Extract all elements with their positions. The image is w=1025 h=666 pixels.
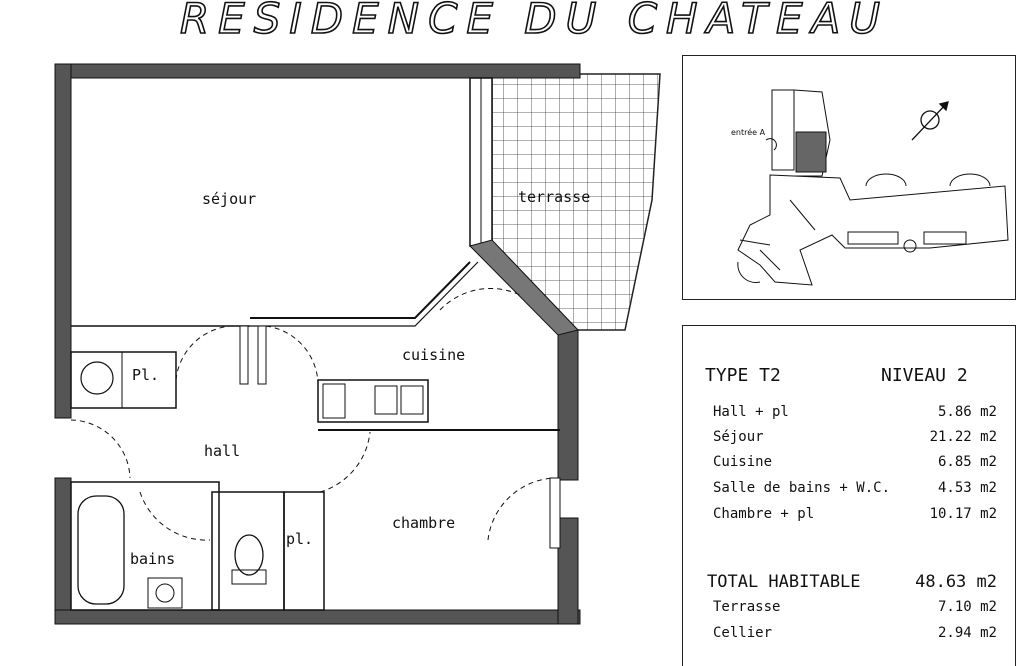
- room-label-bains: bains: [130, 550, 176, 568]
- north-arrow-icon: [911, 101, 949, 141]
- room-label-chambre: chambre: [392, 514, 456, 532]
- room-label-hall: hall: [204, 442, 241, 460]
- wall-left-upper: [54, 63, 72, 419]
- page-title: RESIDENCE DU CHATEAU: [179, 0, 889, 44]
- total-value: 48.63 m2: [915, 572, 997, 592]
- row-value-hall: 5.86 m2: [937, 404, 997, 420]
- row-label-terrasse: Terrasse: [713, 599, 781, 615]
- kitchen-counter: [317, 379, 429, 423]
- row-value-cellier: 2.94 m2: [937, 625, 997, 641]
- row-value-chambre: 10.17 m2: [929, 506, 997, 522]
- row-label-chambre: Chambre + pl: [713, 506, 815, 522]
- wall-diagonal: [469, 239, 579, 336]
- site-map-frame: [682, 55, 1016, 300]
- row-value-cuisine: 6.85 m2: [937, 454, 997, 470]
- row-value-sejour: 21.22 m2: [929, 429, 997, 445]
- room-label-placard-right: pl.: [286, 530, 314, 548]
- row-label-sejour: Séjour: [713, 429, 764, 445]
- site-map: [737, 89, 1009, 286]
- bathroom: [70, 481, 220, 611]
- row-label-salle-de-bains: Salle de bains + W.C.: [713, 480, 891, 496]
- row-label-hall: Hall + pl: [713, 404, 789, 420]
- row-value-terrasse: 7.10 m2: [937, 599, 997, 615]
- room-label-cuisine: cuisine: [402, 346, 466, 364]
- wall-right-bottom: [557, 517, 579, 625]
- row-label-cellier: Cellier: [713, 625, 773, 641]
- floor-plan: [54, 63, 661, 625]
- total-label: TOTAL HABITABLE: [707, 572, 861, 592]
- summary-type: TYPE T2: [705, 365, 781, 386]
- room-label-sejour: séjour: [202, 190, 257, 208]
- bathtub: [77, 495, 125, 605]
- room-label-placard-left: Pl.: [132, 366, 160, 384]
- site-map-entree-label: entrée A: [731, 128, 766, 137]
- room-label-terrasse: terrasse: [518, 188, 591, 206]
- row-label-cuisine: Cuisine: [713, 454, 773, 470]
- row-value-salle-de-bains: 4.53 m2: [937, 480, 997, 496]
- summary-frame: [682, 325, 1016, 666]
- summary-niveau: NIVEAU 2: [881, 365, 968, 386]
